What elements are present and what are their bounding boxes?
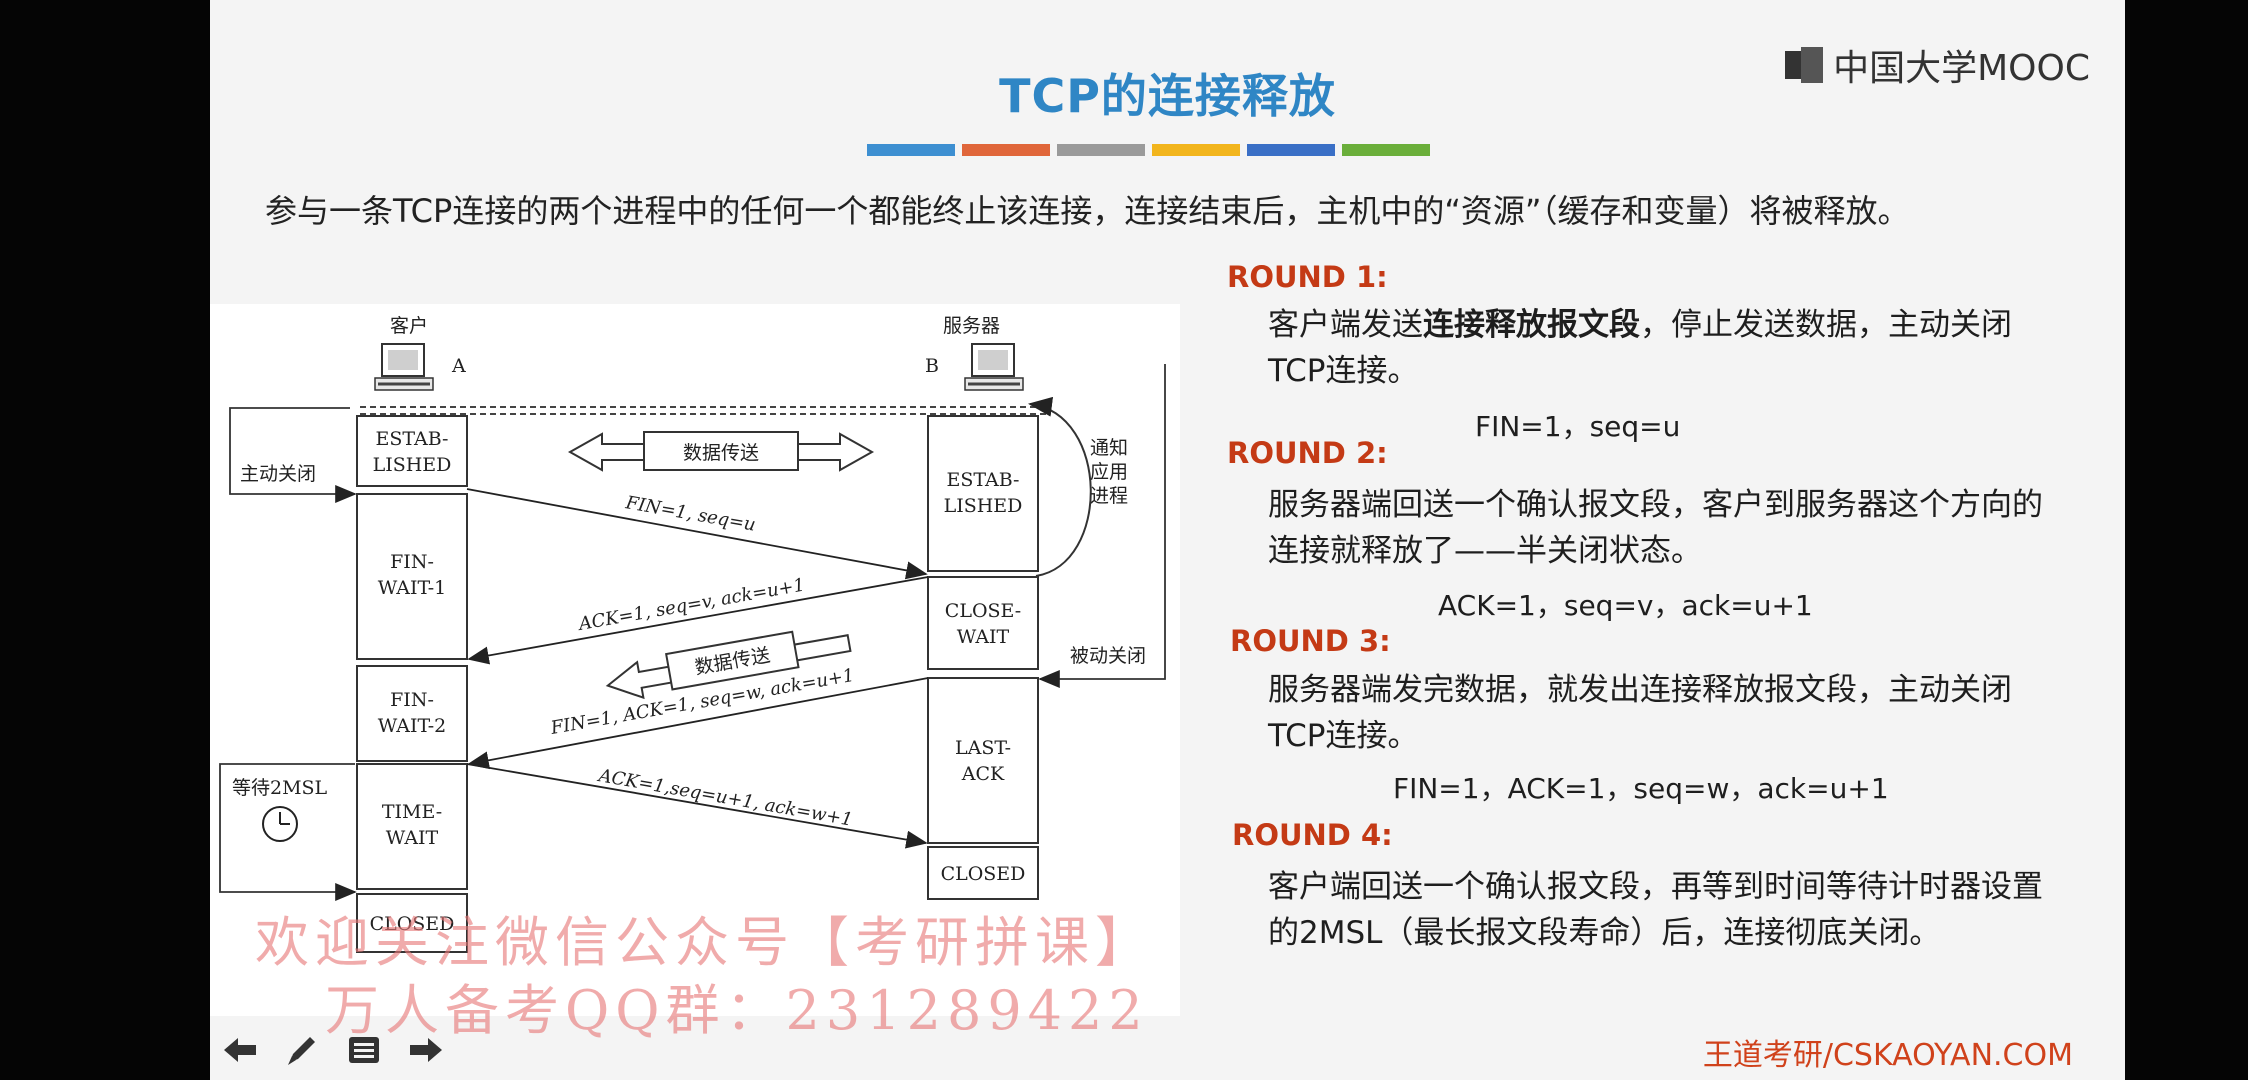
svg-text:CLOSED: CLOSED bbox=[370, 913, 455, 935]
data-transfer-left-arrow: 数据传送 bbox=[605, 630, 852, 700]
client-state-fin-wait-2: FIN- WAIT-2 bbox=[356, 665, 468, 762]
left-black-bar bbox=[0, 0, 210, 1080]
data-transfer-double-arrow: 数据传送 bbox=[567, 431, 875, 472]
mooc-logo: 中国大学MOOC bbox=[1783, 42, 2090, 89]
msg4-label: ACK=1,seq=u+1, ack=w+1 bbox=[595, 765, 854, 831]
pen-icon[interactable] bbox=[282, 1032, 322, 1068]
notify-app-arrow bbox=[1028, 396, 1092, 577]
stripe-1 bbox=[867, 144, 955, 156]
intro-text: 参与一条TCP连接的两个进程中的任何一个都能终止该连接，连接结束后，主机中的“资… bbox=[265, 192, 1910, 230]
active-close-label: 主动关闭 bbox=[240, 463, 316, 485]
round3-formula: FIN=1，ACK=1，seq=w，ack=u+1 bbox=[1393, 772, 1889, 805]
svg-text:CLOSED: CLOSED bbox=[941, 863, 1026, 885]
arrow-left-icon[interactable] bbox=[220, 1032, 260, 1068]
wait-2msl-label: 等待2MSL bbox=[232, 777, 328, 799]
msg3-fin-ack-arrow bbox=[467, 677, 929, 770]
stripe-2 bbox=[962, 144, 1050, 156]
svg-text:ESTAB-: ESTAB- bbox=[947, 469, 1020, 491]
client-computer-icon bbox=[374, 343, 434, 391]
svg-text:WAIT: WAIT bbox=[957, 626, 1010, 648]
round2-formula: ACK=1，seq=v，ack=u+1 bbox=[1438, 589, 1813, 622]
client-state-established: ESTAB- LISHED bbox=[356, 415, 468, 487]
msg1-label: FIN=1, seq=u bbox=[623, 492, 757, 536]
mooc-logo-text: 中国大学MOOC bbox=[1833, 48, 2090, 89]
svg-text:TIME-: TIME- bbox=[382, 801, 442, 823]
round1-text-pre: 客户端发送 bbox=[1268, 307, 1423, 343]
stripe-3 bbox=[1057, 144, 1145, 156]
stripe-6 bbox=[1342, 144, 1430, 156]
round1-text: 客户端发送连接释放报文段，停止发送数据，主动关闭TCP连接。 bbox=[1268, 302, 2068, 394]
svg-text:ACK: ACK bbox=[961, 763, 1005, 785]
round4-heading: ROUND 4: bbox=[1232, 818, 1393, 852]
svg-text:WAIT-2: WAIT-2 bbox=[378, 715, 447, 737]
svg-text:数据传送: 数据传送 bbox=[683, 442, 759, 464]
server-label: 服务器 bbox=[943, 315, 1000, 337]
svg-text:LAST-: LAST- bbox=[955, 737, 1011, 759]
right-black-bar bbox=[2125, 0, 2248, 1080]
slide-title: TCP的连接释放 bbox=[999, 69, 1336, 123]
svg-text:ESTAB-: ESTAB- bbox=[376, 428, 449, 450]
msg4-ack-arrow bbox=[466, 763, 928, 849]
watermark-line-1: 欢迎关注微信公众号【考研拼课】 bbox=[255, 911, 1155, 974]
server-state-close-wait: CLOSE- WAIT bbox=[927, 576, 1039, 670]
client-state-time-wait: TIME- WAIT bbox=[356, 763, 468, 890]
msg1-fin-arrow bbox=[466, 488, 928, 580]
svg-text:WAIT-1: WAIT-1 bbox=[378, 577, 447, 599]
client-label: 客户 bbox=[390, 315, 428, 337]
svg-text:WAIT: WAIT bbox=[386, 827, 439, 849]
round3-text: 服务器端发完数据，就发出连接释放报文段，主动关闭TCP连接。 bbox=[1268, 672, 2012, 754]
svg-text:LISHED: LISHED bbox=[373, 454, 452, 476]
round2-text: 服务器端回送一个确认报文段，客户到服务器这个方向的连接就释放了——半关闭状态。 bbox=[1268, 487, 2043, 569]
wait-2msl-bracket bbox=[219, 763, 357, 901]
round1-formula: FIN=1，seq=u bbox=[1475, 410, 1681, 443]
client-state-fin-wait-1: FIN- WAIT-1 bbox=[356, 493, 468, 660]
diagram-svg: 客户 A 服务器 B ESTAB- LISHED FIN- bbox=[219, 315, 1166, 953]
tcp-release-diagram: 客户 A 服务器 B ESTAB- LISHED FIN- bbox=[210, 304, 1180, 1016]
stripe-5 bbox=[1247, 144, 1335, 156]
round3-heading: ROUND 3: bbox=[1230, 624, 1391, 658]
svg-text:FIN-: FIN- bbox=[390, 689, 434, 711]
watermark-line-2: 万人备考QQ群：231289422 bbox=[325, 979, 1149, 1042]
active-close-arrow bbox=[229, 407, 357, 503]
server-state-closed: CLOSED bbox=[927, 846, 1039, 900]
slide: 中国大学MOOC TCP的连接释放 参与一条TCP连接的两个进程中的任何一个都能… bbox=[210, 0, 2125, 1080]
arrow-right-icon[interactable] bbox=[406, 1032, 446, 1068]
server-computer-icon bbox=[964, 343, 1024, 391]
client-id: A bbox=[451, 355, 466, 377]
round1-heading: ROUND 1: bbox=[1227, 260, 1388, 294]
menu-icon[interactable] bbox=[344, 1032, 384, 1068]
footer-brand: 王道考研/CSKAOYAN.COM bbox=[1702, 1038, 2073, 1073]
server-state-established: ESTAB- LISHED bbox=[927, 415, 1039, 572]
passive-close-arrow bbox=[1038, 364, 1166, 688]
client-state-closed: CLOSED bbox=[356, 893, 468, 953]
passive-close-label: 被动关闭 bbox=[1070, 645, 1146, 667]
notify-app-label-3: 进程 bbox=[1090, 485, 1128, 507]
round1-text-bold: 连接释放报文段 bbox=[1423, 307, 1640, 343]
notify-app-label-1: 通知 bbox=[1090, 437, 1128, 459]
msg2-ack-arrow bbox=[467, 576, 929, 665]
svg-text:CLOSE-: CLOSE- bbox=[945, 600, 1021, 622]
mooc-logo-icon bbox=[1783, 45, 1825, 85]
stripe-4 bbox=[1152, 144, 1240, 156]
slide-nav-toolbar bbox=[220, 1032, 446, 1068]
svg-text:FIN-: FIN- bbox=[390, 551, 434, 573]
round1-text-post: ，停止发送数据，主动关闭TCP连接。 bbox=[1268, 307, 2012, 389]
server-id: B bbox=[925, 355, 939, 377]
svg-text:LISHED: LISHED bbox=[944, 495, 1023, 517]
notify-app-label-2: 应用 bbox=[1090, 461, 1128, 483]
round2-heading: ROUND 2: bbox=[1227, 436, 1388, 470]
server-state-last-ack: LAST- ACK bbox=[927, 677, 1039, 844]
clock-icon bbox=[262, 806, 298, 842]
round4-text: 客户端回送一个确认报文段，再等到时间等待计时器设置的2MSL（最长报文段寿命）后… bbox=[1268, 869, 2043, 951]
